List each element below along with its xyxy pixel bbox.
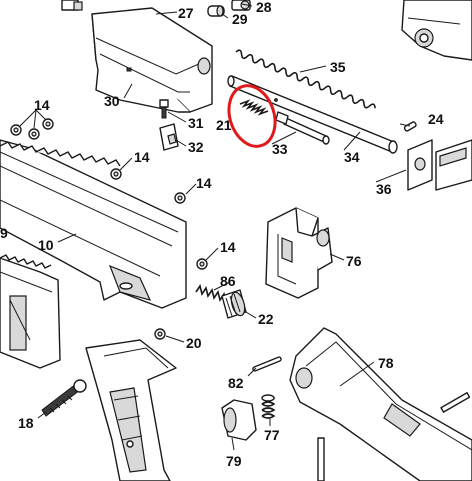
part-78-buttstock (289, 327, 472, 481)
part-21-spring (239, 99, 269, 116)
part-82-pin (252, 356, 282, 372)
callout-14-top: 14 (34, 97, 50, 113)
part-21-highlight-circle (227, 84, 277, 148)
callout-36: 36 (376, 181, 392, 197)
part-29-pin (207, 5, 225, 17)
callout-79: 79 (226, 453, 242, 469)
callout-86: 86 (220, 273, 236, 289)
callout-77: 77 (264, 427, 280, 443)
callout-labels: 28 27 29 35 30 14 31 21 24 32 33 34 14 3… (0, 0, 444, 469)
part-86-spring (195, 284, 227, 303)
callout-24: 24 (428, 111, 444, 127)
callout-29: 29 (232, 11, 248, 27)
part-24-pin (403, 121, 417, 132)
callout-14-right: 14 (196, 175, 212, 191)
leader-lines (19, 3, 411, 451)
callout-18: 18 (18, 415, 34, 431)
callout-14-mid: 14 (134, 149, 150, 165)
part-22-knurled-cap (221, 289, 247, 319)
callout-34: 34 (344, 149, 360, 165)
callout-20: 20 (186, 335, 202, 351)
part-33-guide-rod (275, 111, 330, 145)
part-32-latch (159, 123, 179, 151)
callout-14-lower: 14 (220, 239, 236, 255)
part-76-housing (265, 207, 333, 299)
part-34-guide-tube (227, 75, 398, 154)
callout-35: 35 (330, 59, 346, 75)
callout-32: 32 (188, 139, 204, 155)
part-14-screws-group (10, 118, 208, 340)
part-36-plates (407, 139, 472, 191)
part-28-bolt (61, 0, 251, 11)
callout-82: 82 (228, 375, 244, 391)
callout-21: 21 (216, 117, 232, 133)
callout-28: 28 (256, 0, 272, 15)
callout-22: 22 (258, 311, 274, 327)
part-10-frame-rail (0, 139, 187, 309)
callout-31: 31 (188, 115, 204, 131)
callout-76: 76 (346, 253, 362, 269)
part-pistol-grip (85, 339, 177, 481)
part-31-pin (159, 99, 169, 119)
callout-78: 78 (378, 355, 394, 371)
part-30-upper-block (91, 7, 213, 113)
part-vertical-rod (317, 437, 325, 481)
callout-30: 30 (104, 93, 120, 109)
part-18-screw (41, 379, 87, 417)
callout-9: 9 (0, 225, 8, 241)
part-top-right-sight (401, 0, 472, 61)
part-79-cam (221, 399, 257, 441)
part-9-frame-left (0, 254, 61, 369)
part-35-recoil-spring (235, 49, 376, 109)
callout-27: 27 (178, 5, 194, 21)
part-77-spring (261, 394, 276, 419)
callout-10: 10 (38, 237, 54, 253)
callout-33: 33 (272, 141, 288, 157)
